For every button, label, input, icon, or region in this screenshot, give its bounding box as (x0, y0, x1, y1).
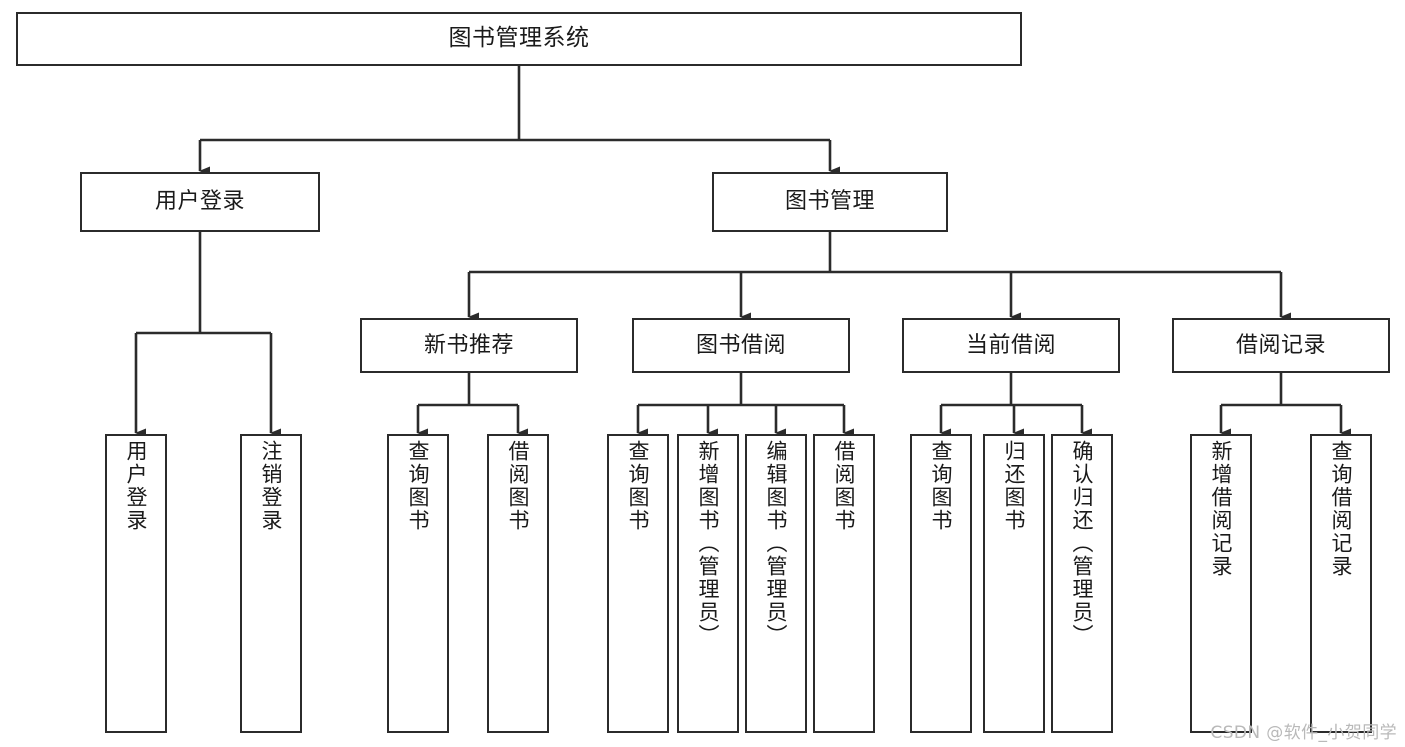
node-label: 用户登录 (154, 189, 245, 215)
node-label: 查询图书 (929, 440, 954, 532)
node-label: 确认归还（管理员） (1070, 440, 1095, 647)
node-label: 图书管理系统 (448, 25, 590, 52)
node-leaf-borrow-book-bor[interactable]: 借阅图书 (813, 434, 875, 733)
node-leaf-edit-book[interactable]: 编辑图书（管理员） (745, 434, 807, 733)
node-leaf-query-book-rec[interactable]: 查询图书 (387, 434, 449, 733)
node-leaf-confirm-return[interactable]: 确认归还（管理员） (1051, 434, 1113, 733)
node-label: 查询图书 (406, 440, 431, 532)
node-book-borrow[interactable]: 图书借阅 (632, 318, 850, 373)
csdn-watermark: CSDN @软件_小贺同学 (1210, 723, 1397, 743)
node-label: 编辑图书（管理员） (764, 440, 789, 647)
node-label: 归还图书 (1002, 440, 1027, 532)
node-leaf-user-logout[interactable]: 注销登录 (240, 434, 302, 733)
node-leaf-add-book[interactable]: 新增图书（管理员） (677, 434, 739, 733)
node-current-borrow[interactable]: 当前借阅 (902, 318, 1120, 373)
connector-lines (134, 66, 1351, 438)
node-label: 查询借阅记录 (1329, 440, 1354, 578)
node-label: 新增图书（管理员） (696, 440, 721, 647)
node-book-manage[interactable]: 图书管理 (712, 172, 948, 232)
node-label: 注销登录 (259, 440, 284, 532)
node-leaf-borrow-book-rec[interactable]: 借阅图书 (487, 434, 549, 733)
node-leaf-query-record[interactable]: 查询借阅记录 (1310, 434, 1372, 733)
node-leaf-return-book[interactable]: 归还图书 (983, 434, 1045, 733)
node-label: 当前借阅 (965, 332, 1056, 358)
node-label: 借阅图书 (506, 440, 531, 532)
node-new-book-rec[interactable]: 新书推荐 (360, 318, 578, 373)
node-label: 新书推荐 (423, 332, 514, 358)
node-root[interactable]: 图书管理系统 (16, 12, 1022, 66)
node-label: 借阅图书 (832, 440, 857, 532)
node-borrow-record[interactable]: 借阅记录 (1172, 318, 1390, 373)
node-label: 借阅记录 (1235, 332, 1326, 358)
node-leaf-add-record[interactable]: 新增借阅记录 (1190, 434, 1252, 733)
node-label: 用户登录 (124, 440, 149, 532)
node-label: 图书借阅 (695, 332, 786, 358)
node-label: 查询图书 (626, 440, 651, 532)
node-user-login[interactable]: 用户登录 (80, 172, 320, 232)
node-label: 新增借阅记录 (1209, 440, 1234, 578)
node-leaf-query-book-bor[interactable]: 查询图书 (607, 434, 669, 733)
node-label: 图书管理 (784, 189, 875, 215)
node-leaf-query-book-cur[interactable]: 查询图书 (910, 434, 972, 733)
node-leaf-user-login[interactable]: 用户登录 (105, 434, 167, 733)
